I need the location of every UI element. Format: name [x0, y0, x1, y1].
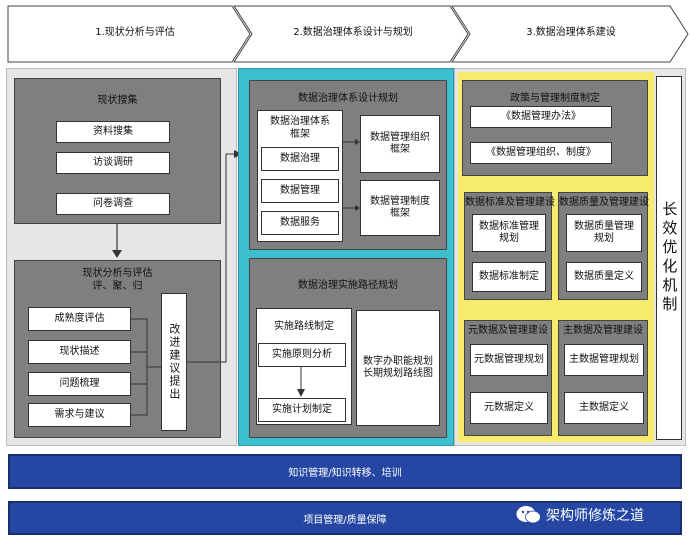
metadata-title: 元数据及管理建设	[468, 325, 548, 336]
eval-item-maturity: 成熟度评估	[28, 307, 131, 331]
masterdata-item-plan: 主数据管理规划	[564, 344, 644, 376]
evaluation-title-line2: 评、聚、归	[92, 281, 143, 292]
watermark: 架构师修炼之道	[516, 500, 686, 530]
standard-item-plan-text: 数据标准管理规划	[479, 220, 539, 245]
knowledge-bar-text: 知识管理/知识转移、培训	[288, 468, 402, 479]
quality-item-define: 数据质量定义	[566, 262, 642, 292]
survey-item-materials: 资料搜集	[56, 121, 170, 143]
standard-item-define: 数据标准制定	[472, 262, 546, 292]
route-down-arrow-icon	[297, 367, 305, 397]
eval-item-status: 现状描述	[28, 340, 131, 364]
framework-title: 数据治理体系框架	[270, 116, 330, 140]
policy-item-org: 《数据管理组织、制度》	[470, 142, 612, 164]
quality-item-plan: 数据质量管理规划	[566, 214, 642, 252]
phase-3-label: 3.数据治理体系建设	[526, 27, 616, 38]
framework-item-management: 数据管理	[261, 179, 339, 203]
survey-item-interviews: 访谈调研	[56, 152, 170, 174]
path-plan-title: 数据治理实施路径规划	[298, 280, 398, 291]
eval-item-issues: 问题梳理	[28, 372, 131, 396]
watermark-text: 架构师修炼之道	[546, 508, 644, 524]
policy-title: 政策与管理制度制定	[510, 93, 600, 104]
wechat-icon	[516, 506, 541, 524]
phase-1-label: 1.现状分析与评估	[95, 27, 175, 38]
route-title: 实施路线制定	[274, 321, 334, 332]
phase-2-label: 2.数据治理体系设计与规划	[293, 27, 413, 38]
quality-item-plan-text: 数据质量管理规划	[574, 220, 634, 245]
org-framework-text: 数据管理组织框架	[370, 131, 430, 156]
eval-bracket	[131, 318, 161, 416]
survey-title: 现状搜集	[97, 95, 138, 106]
policy-framework-text: 数据管理制度框架	[370, 195, 430, 220]
policy-item-measures: 《数据管理办法》	[470, 106, 612, 128]
connector-arrow-icon	[187, 150, 242, 363]
roadmap-box: 数字办职能规划长期规划路线图	[356, 310, 440, 426]
survey-item-questionnaire: 问卷调查	[56, 193, 170, 215]
masterdata-title: 主数据及管理建设	[563, 325, 643, 336]
standard-item-plan: 数据标准管理规划	[472, 214, 546, 252]
longterm-text: 长效优化机制	[660, 201, 679, 315]
masterdata-item-define: 主数据定义	[564, 392, 644, 424]
suggestion-text: 改进建议提出	[167, 323, 181, 401]
route-step-principles: 实施原则分析	[258, 343, 346, 367]
route-step-plan: 实施计划制定	[258, 398, 346, 422]
longterm-box: 长效优化机制	[656, 76, 682, 440]
suggestion-box: 改进建议提出	[161, 293, 187, 431]
phase-1-arrow	[7, 5, 251, 63]
metadata-item-define: 元数据定义	[470, 392, 548, 424]
project-bar-text: 项目管理/质量保障	[303, 514, 387, 526]
framework-connectors	[343, 139, 360, 211]
org-framework-box: 数据管理组织框架	[360, 115, 440, 173]
design-plan-title: 数据治理体系设计规划	[298, 93, 398, 104]
project-bar: 项目管理/质量保障	[8, 501, 682, 535]
down-arrow-icon	[112, 224, 122, 258]
knowledge-bar: 知识管理/知识转移、培训	[8, 454, 682, 489]
phase-3-arrow	[451, 5, 689, 63]
eval-item-needs: 需求与建议	[28, 403, 131, 427]
evaluation-title-line1: 现状分析与评估	[82, 268, 153, 279]
phase-2-arrow	[233, 5, 469, 63]
standard-title: 数据标准及管理建设	[465, 197, 555, 208]
framework-item-service: 数据服务	[261, 211, 339, 235]
quality-title: 数据质量及管理建设	[559, 197, 649, 208]
phase-header	[7, 5, 689, 63]
roadmap-text: 数字办职能规划长期规划路线图	[363, 355, 433, 380]
metadata-item-plan: 元数据管理规划	[470, 344, 548, 376]
framework-item-governance: 数据治理	[261, 147, 339, 171]
policy-framework-box: 数据管理制度框架	[360, 180, 440, 236]
